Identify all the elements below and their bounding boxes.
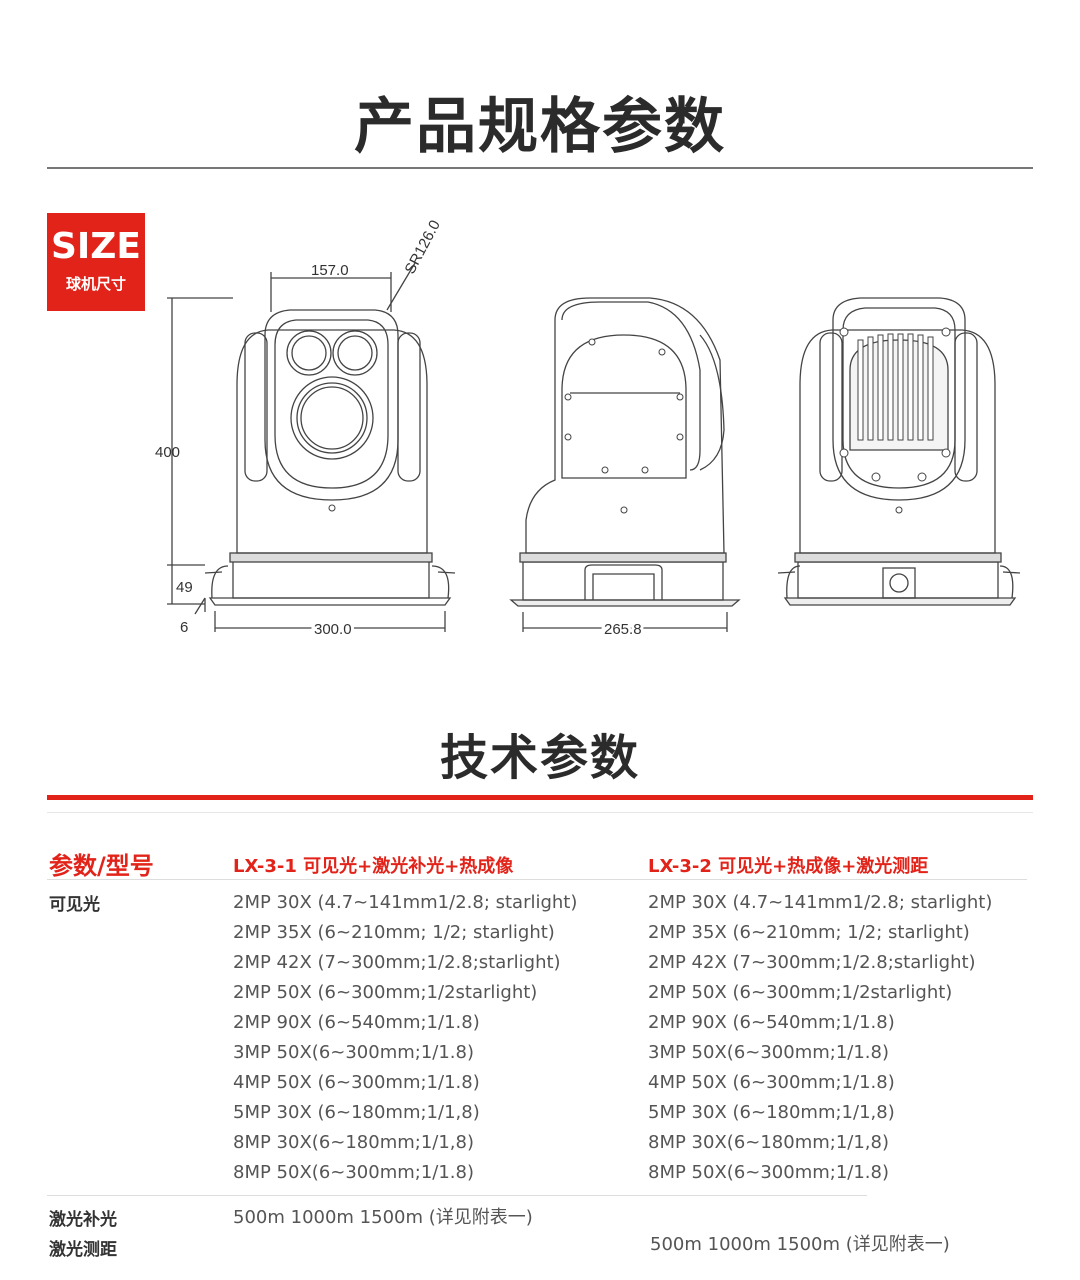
dim-base-thick: 6 xyxy=(180,619,188,636)
dim-side-width: 265.8 xyxy=(604,621,642,638)
list-item: 2MP 42X (7~300mm;1/2.8;starlight) xyxy=(233,952,561,973)
dim-base-width: 300.0 xyxy=(314,621,352,638)
list-item: 3MP 50X(6~300mm;1/1.8) xyxy=(648,1042,890,1063)
list-item: 8MP 50X(6~300mm;1/1.8) xyxy=(648,1162,890,1183)
visible-list-model-1: 2MP 30X (4.7~141mm1/2.8; starlight) 2MP … xyxy=(233,888,577,1188)
list-item: 4MP 50X (6~300mm;1/1.8) xyxy=(233,1072,480,1093)
list-item: 2MP 50X (6~300mm;1/2starlight) xyxy=(233,982,538,1003)
list-item: 2MP 30X (4.7~141mm1/2.8; starlight) xyxy=(233,892,578,913)
dim-radius: SR126.0 xyxy=(402,217,444,277)
list-item: 2MP 90X (6~540mm;1/1.8) xyxy=(233,1012,480,1033)
title-divider xyxy=(47,167,1033,169)
param-header: 参数/型号 xyxy=(49,852,154,880)
thin-divider xyxy=(47,812,1033,813)
list-item: 2MP 50X (6~300mm;1/2starlight) xyxy=(648,982,953,1003)
list-item: 5MP 30X (6~180mm;1/1,8) xyxy=(648,1102,895,1123)
model-1-header: LX-3-1 可见光+激光补光+热成像 xyxy=(233,856,514,877)
visible-list-model-2: 2MP 30X (4.7~141mm1/2.8; starlight) 2MP … xyxy=(648,888,992,1188)
dim-base-height: 49 xyxy=(176,579,193,596)
model-2-header: LX-3-2 可见光+热成像+激光测距 xyxy=(648,856,929,877)
list-item: 8MP 30X(6~180mm;1/1,8) xyxy=(648,1132,890,1153)
list-item: 2MP 90X (6~540mm;1/1.8) xyxy=(648,1012,895,1033)
side-view xyxy=(509,297,741,632)
list-item: 8MP 30X(6~180mm;1/1,8) xyxy=(233,1132,475,1153)
front-view xyxy=(167,262,456,632)
dim-height: 400 xyxy=(155,444,180,461)
bolts xyxy=(328,327,951,514)
list-item: 2MP 30X (4.7~141mm1/2.8; starlight) xyxy=(648,892,993,913)
size-badge-subtitle: 球机尺寸 xyxy=(65,275,126,293)
list-item: 2MP 35X (6~210mm; 1/2; starlight) xyxy=(233,922,555,943)
list-item: 2MP 42X (7~300mm;1/2.8;starlight) xyxy=(648,952,976,973)
laser-fill-label: 激光补光 xyxy=(49,1210,117,1230)
visible-label: 可见光 xyxy=(49,895,100,915)
laser-fill-value: 500m 1000m 1500m (详见附表一) xyxy=(233,1207,533,1228)
size-badge: SIZE 球机尺寸 xyxy=(47,213,145,311)
list-item: 5MP 30X (6~180mm;1/1,8) xyxy=(233,1102,480,1123)
dim-width-top: 157.0 xyxy=(311,262,349,279)
list-item: 3MP 50X(6~300mm;1/1.8) xyxy=(233,1042,475,1063)
list-item: 2MP 35X (6~210mm; 1/2; starlight) xyxy=(648,922,970,943)
size-badge-title: SIZE xyxy=(50,226,142,267)
rear-fins xyxy=(857,333,934,441)
red-divider xyxy=(47,795,1033,800)
list-item: 8MP 50X(6~300mm;1/1.8) xyxy=(233,1162,475,1183)
section-title-tech: 技术参数 xyxy=(439,730,640,786)
laser-range-value: 500m 1000m 1500m (详见附表一) xyxy=(650,1234,950,1255)
row-divider xyxy=(47,1195,867,1196)
dimension-drawing: 157.0 SR126.0 400 49 6 300.0 265.8 xyxy=(155,217,1021,641)
page-title: 产品规格参数 xyxy=(354,92,726,162)
header-divider xyxy=(47,879,1027,880)
laser-range-label: 激光测距 xyxy=(49,1240,117,1260)
list-item: 4MP 50X (6~300mm;1/1.8) xyxy=(648,1072,895,1093)
